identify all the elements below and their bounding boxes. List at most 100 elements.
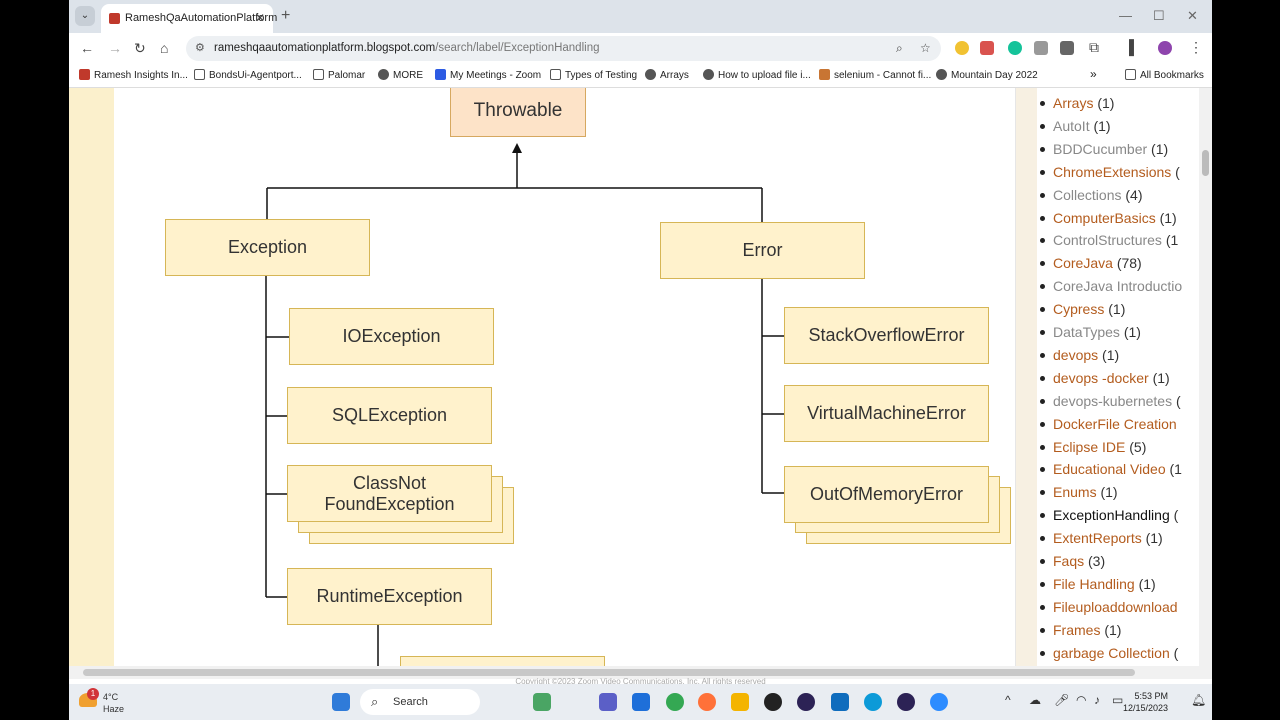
bookmark-folder[interactable]: BondsUi-Agentport... (194, 69, 302, 81)
wifi-icon[interactable]: ◠ (1076, 693, 1087, 707)
taskbar-search[interactable]: ⌕Search (360, 689, 480, 715)
sidebar-label-link[interactable]: ExceptionHandling (1053, 507, 1170, 524)
extension-icon[interactable] (1060, 41, 1074, 55)
horizontal-scroll-thumb[interactable] (83, 669, 1135, 676)
sidebar-label-link[interactable]: Faqs (1053, 553, 1085, 569)
firefox-icon[interactable] (698, 693, 716, 711)
tab-close-icon[interactable]: ✕ (254, 11, 265, 25)
sidebar-label-link[interactable]: devops-kubernetes (1053, 392, 1173, 409)
sidebar-label-link[interactable]: Enums (1053, 484, 1097, 501)
tray-chevron-icon[interactable]: ^ (1005, 693, 1011, 707)
bookmark-folder[interactable]: Palomar (313, 69, 365, 81)
sidebar-label-link[interactable]: Educational Video (1053, 461, 1166, 478)
sidebar-label-link[interactable]: Frames (1053, 621, 1101, 638)
sidebar-label-item: Eclipse IDE (5) (1039, 438, 1146, 455)
sidebar-label-link[interactable]: Arrays (1053, 95, 1094, 111)
teams-icon[interactable] (599, 693, 617, 711)
copilot-icon[interactable] (533, 693, 551, 711)
all-bookmarks-folder[interactable]: All Bookmarks (1125, 69, 1204, 81)
bookmark-item[interactable]: How to upload file i... (703, 69, 811, 81)
sidebar-label-link[interactable]: File Handling (1053, 575, 1135, 592)
extension-icon[interactable] (1034, 41, 1048, 55)
windows-start-icon[interactable] (332, 693, 350, 711)
sidebar-label-link[interactable]: BDDCucumber (1053, 140, 1148, 157)
bookmark-item[interactable]: MORE (378, 69, 423, 81)
sidebar-label-count: (1) (1138, 575, 1156, 592)
sidebar-label-link[interactable]: Fileuploaddownload (1053, 598, 1178, 615)
child-node-partial (400, 656, 605, 666)
clock-date: 12/15/2023 (1123, 703, 1169, 713)
extension-icon[interactable] (955, 41, 969, 55)
tab-active[interactable]: RameshQaAutomationPlatform ✕ (101, 4, 277, 33)
sidebar-label-count: (1) (1100, 484, 1118, 501)
sidebar-label-link[interactable]: Collections (1053, 186, 1122, 203)
horizontal-scrollbar[interactable] (69, 666, 1212, 679)
sidebar-label-link[interactable]: CoreJava Introductio (1053, 278, 1183, 295)
site-info-icon[interactable]: ⚙ (195, 42, 205, 54)
sidebar-label-link[interactable]: Eclipse IDE (1053, 438, 1126, 455)
back-arrow-icon[interactable]: ← (80, 40, 94, 56)
profile-avatar[interactable] (1158, 41, 1172, 55)
forward-arrow-icon[interactable]: → (108, 40, 122, 56)
sidebar-label-link[interactable]: ComputerBasics (1053, 209, 1156, 226)
side-panel-icon[interactable]: ▌ (1129, 39, 1139, 55)
eclipse-icon[interactable] (897, 693, 915, 711)
microphone-icon[interactable]: 🎤︎ (1054, 693, 1070, 707)
notification-bell-icon[interactable]: 🔔︎ (1191, 693, 1207, 707)
maximize-icon[interactable]: ☐ (1153, 8, 1165, 23)
zoom-search-icon[interactable]: ⌕ (896, 41, 903, 55)
vertical-scrollbar[interactable] (1199, 88, 1212, 666)
weather-temp: 4°C (103, 692, 119, 702)
eclipse-icon[interactable] (797, 693, 815, 711)
sidebar-label-link[interactable]: ExtentReports (1053, 530, 1142, 547)
sidebar-label-link[interactable]: AutoIt (1053, 117, 1090, 134)
volume-icon[interactable]: ♪ (1094, 693, 1100, 707)
home-icon[interactable]: ⌂ (160, 40, 169, 56)
sidebar-label-item: ControlStructures (1 (1039, 232, 1178, 249)
sidebar-label-link[interactable]: Cypress (1053, 301, 1105, 318)
chrome-icon[interactable] (666, 693, 684, 711)
edge-icon[interactable] (864, 693, 882, 711)
minimize-icon[interactable]: — (1119, 8, 1132, 23)
sidebar-label-link[interactable]: DockerFile Creation (1053, 415, 1177, 432)
sidebar-label-count: ( (1175, 163, 1180, 180)
tray-app-icon[interactable]: ☁ (1029, 693, 1041, 707)
sidebar-label-item: Arrays (1) (1039, 95, 1115, 111)
sidebar-label-link[interactable]: devops -docker (1053, 369, 1149, 386)
reload-icon[interactable]: ↻ (134, 40, 146, 56)
menu-kebab-icon[interactable]: ⋮ (1189, 39, 1203, 55)
vertical-scroll-thumb[interactable] (1202, 150, 1209, 176)
sidebar-label-link[interactable]: CoreJava (1053, 255, 1113, 272)
more-bookmarks-chevron-icon[interactable]: » (1090, 67, 1097, 81)
store-icon[interactable] (632, 693, 650, 711)
bookmark-item[interactable]: Mountain Day 2022 (936, 69, 1038, 81)
file-explorer-icon[interactable] (731, 693, 749, 711)
extension-icon[interactable] (980, 41, 994, 55)
address-bar[interactable]: ⚙ rameshqaautomationplatform.blogspot.co… (186, 36, 941, 61)
grammarly-icon[interactable] (1008, 41, 1022, 55)
bookmark-item[interactable]: Ramesh Insights In... (79, 69, 188, 81)
sidebar-label-item: Fileuploaddownload (1040, 598, 1178, 615)
zoom-icon[interactable] (930, 693, 948, 711)
sidebar-label-link[interactable]: devops (1053, 346, 1099, 363)
close-window-icon[interactable]: ✕ (1187, 8, 1198, 23)
new-tab-plus-icon[interactable]: + (281, 7, 291, 24)
extensions-puzzle-icon[interactable]: ⧉ (1089, 39, 1099, 55)
tab-search-chevron-icon[interactable]: ⌄ (75, 6, 95, 26)
bookmark-star-icon[interactable]: ☆ (920, 41, 931, 55)
bookmark-item[interactable]: Types of Testing (550, 69, 637, 81)
bookmark-item[interactable]: selenium - Cannot fi... (819, 69, 931, 81)
battery-icon[interactable]: ▭ (1112, 693, 1124, 707)
tab-title: RameshQaAutomationPlatform (125, 12, 278, 24)
throwable-node: Throwable (450, 88, 586, 137)
sidebar-label-count: (1) (1097, 95, 1115, 111)
sidebar-label-link[interactable]: DataTypes (1053, 324, 1120, 340)
sidebar-label-link[interactable]: ChromeExtensions (1053, 163, 1172, 180)
sidebar-label-link[interactable]: ControlStructures (1053, 232, 1162, 249)
bookmark-item[interactable]: Arrays (645, 69, 689, 81)
sidebar-label-link[interactable]: garbage Collection (1053, 644, 1170, 661)
dell-icon[interactable] (764, 693, 782, 711)
bookmark-item[interactable]: My Meetings - Zoom (435, 69, 541, 81)
app-icon[interactable] (831, 693, 849, 711)
